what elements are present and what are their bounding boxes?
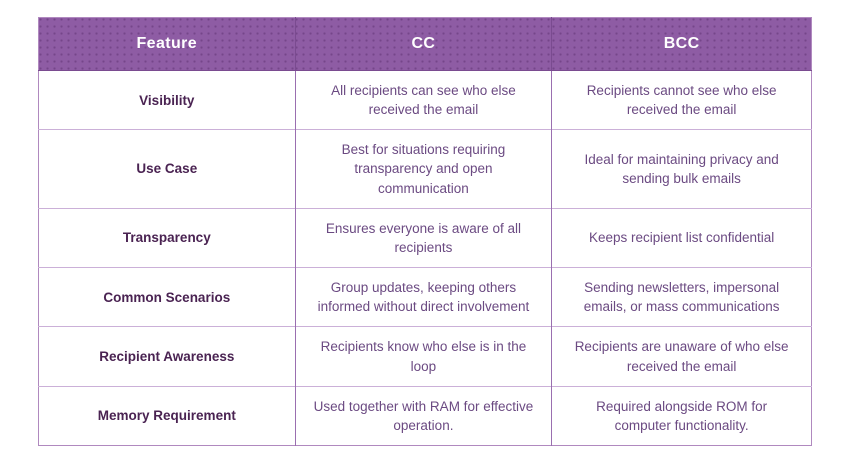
table-body: Visibility All recipients can see who el… [38, 70, 812, 446]
comparison-table-container: Feature CC BCC Visibility All recipients… [38, 17, 812, 447]
header-row: Feature CC BCC [38, 17, 812, 71]
column-header-feature: Feature [38, 17, 296, 71]
table-row: Use Case Best for situations requiring t… [38, 129, 812, 209]
bcc-value: Sending newsletters, impersonal emails, … [551, 267, 812, 327]
column-header-cc: CC [295, 17, 553, 71]
table-header: Feature CC BCC [38, 17, 812, 71]
cc-value: All recipients can see who else received… [295, 70, 553, 130]
table-row: Recipient Awareness Recipients know who … [38, 326, 812, 387]
table-row: Transparency Ensures everyone is aware o… [38, 207, 812, 268]
table-row: Visibility All recipients can see who el… [38, 70, 812, 130]
cc-value: Recipients know who else is in the loop [295, 326, 553, 387]
feature-label: Memory Requirement [38, 385, 296, 446]
bcc-value: Ideal for maintaining privacy and sendin… [551, 129, 812, 209]
feature-label: Use Case [38, 129, 296, 209]
bcc-value: Required alongside ROM for computer func… [551, 385, 812, 446]
table-row: Common Scenarios Group updates, keeping … [38, 267, 812, 327]
table-row: Memory Requirement Used together with RA… [38, 385, 812, 446]
bcc-value: Recipients cannot see who else received … [586, 83, 777, 118]
bcc-value: Recipients are unaware of who else recei… [551, 326, 812, 387]
feature-label: Transparency [38, 207, 296, 268]
cc-bcc-comparison-table: Feature CC BCC Visibility All recipients… [38, 17, 812, 447]
feature-label: Common Scenarios [38, 267, 296, 327]
feature-label: Recipient Awareness [38, 326, 296, 387]
cc-value: Used together with RAM for effective ope… [295, 385, 553, 446]
column-header-bcc: BCC [551, 17, 812, 71]
feature-label: Visibility [38, 70, 296, 130]
cc-value: Group updates, keeping others informed w… [295, 267, 553, 327]
cc-value: Best for situations requiring transparen… [295, 129, 553, 209]
cc-value: Ensures everyone is aware of all recipie… [295, 207, 553, 268]
bcc-value: Keeps recipient list confidential [551, 207, 812, 268]
